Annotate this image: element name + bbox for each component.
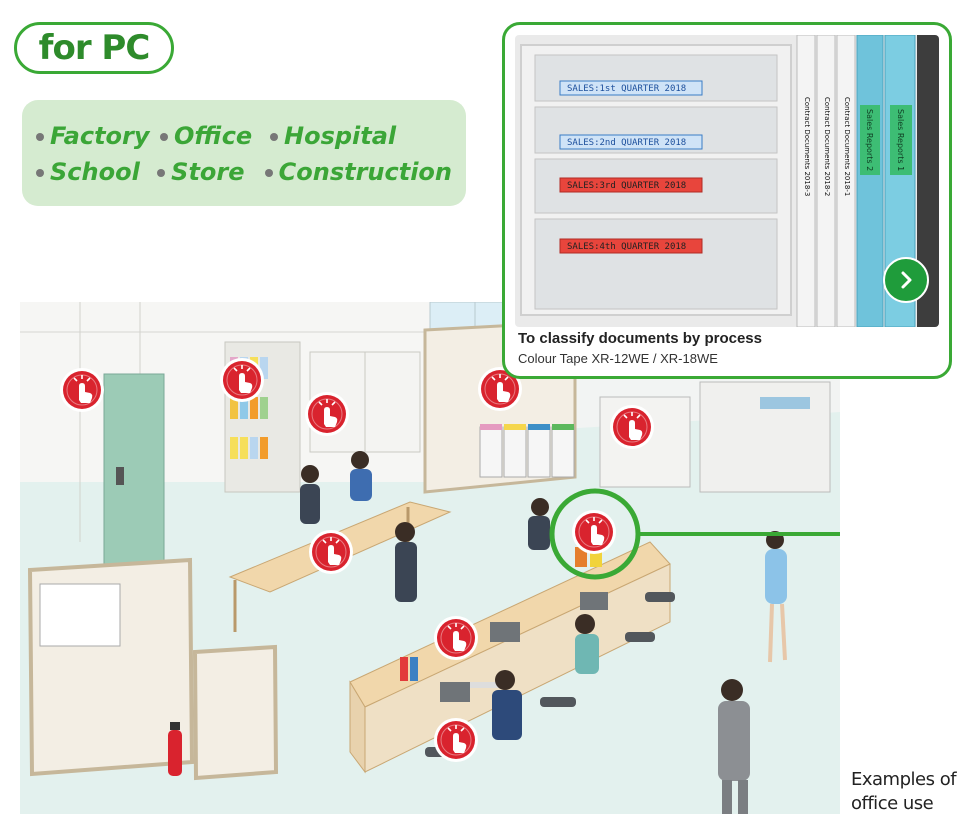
card-photo: SALES:1st QUARTER 2018 SALES:2nd QUARTER…	[515, 35, 939, 327]
bullet-icon	[157, 169, 166, 177]
office-scene-drawing	[20, 302, 840, 814]
binder-label-3: Contract Documents 2018-1	[843, 97, 851, 196]
for-pc-label: for PC	[38, 28, 151, 68]
chevron-right-icon	[901, 271, 912, 289]
drawer-label-2: SALES:2nd QUARTER 2018	[567, 138, 686, 148]
bullet-icon	[36, 169, 44, 177]
categories-row-2: School Store Construction	[36, 154, 452, 190]
caption-line-1: Examples of	[851, 769, 957, 790]
usage-categories-panel: Factory Office Hospital School Store Con…	[22, 100, 466, 206]
next-example-button[interactable]	[883, 257, 929, 303]
bullet-icon	[270, 133, 278, 141]
bullet-icon	[36, 133, 44, 141]
categories-row-1: Factory Office Hospital	[36, 118, 452, 154]
bullet-icon	[264, 169, 273, 177]
drawer-label-4: SALES:4th QUARTER 2018	[567, 242, 686, 252]
category-factory: Factory	[36, 122, 160, 150]
drawer-label-3: SALES:3rd QUARTER 2018	[567, 181, 686, 191]
card-subtitle: Colour Tape XR-12WE / XR-18WE	[518, 351, 718, 366]
binder-label-4: Sales Reports 2	[865, 109, 874, 171]
binder-label-2: Contract Documents 2018-2	[823, 97, 831, 196]
office-illustration	[20, 302, 840, 814]
binder-label-5: Sales Reports 1	[896, 109, 905, 171]
card-title: To classify documents by process	[518, 330, 762, 347]
binder-label-1: Contract Documents 2018-3	[803, 97, 811, 196]
for-pc-badge: for PC	[14, 22, 174, 74]
illustration-caption: Examples of office use	[851, 768, 957, 816]
example-card[interactable]: SALES:1st QUARTER 2018 SALES:2nd QUARTER…	[502, 22, 952, 379]
caption-line-2: office use	[851, 793, 934, 814]
bullet-icon	[160, 133, 168, 141]
category-store: Store	[157, 158, 264, 186]
drawer-cabinet-photo: SALES:1st QUARTER 2018 SALES:2nd QUARTER…	[515, 35, 939, 327]
drawer-label-1: SALES:1st QUARTER 2018	[567, 84, 686, 94]
category-school: School	[36, 158, 157, 186]
category-hospital: Hospital	[270, 122, 396, 150]
category-office: Office	[160, 122, 270, 150]
category-construction: Construction	[264, 158, 452, 186]
